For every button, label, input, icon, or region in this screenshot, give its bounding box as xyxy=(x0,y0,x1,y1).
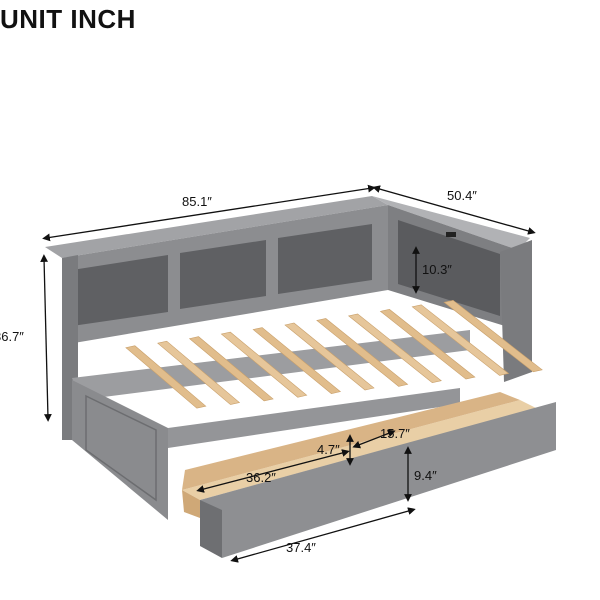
bed-slat xyxy=(284,322,375,391)
dimension-lines xyxy=(40,184,536,563)
foot-panel xyxy=(72,380,168,520)
usb-port xyxy=(446,232,456,237)
drawer-front-edge xyxy=(200,500,222,558)
shelf-cubby xyxy=(72,255,168,326)
width-line xyxy=(372,185,536,235)
bed-slat xyxy=(379,309,476,380)
drawer-length-label: 37.4″ xyxy=(286,540,316,555)
shelf-height-label: 10.3″ xyxy=(422,262,452,277)
drawer-length-line xyxy=(230,507,416,563)
bed-slats xyxy=(125,299,543,409)
side-rail xyxy=(168,388,460,448)
bed-slat xyxy=(316,318,409,387)
drawer-inner-width-line xyxy=(352,429,396,449)
drawer-height-label: 9.4″ xyxy=(414,468,437,483)
bed-slat xyxy=(252,327,342,394)
bed-slat xyxy=(411,304,510,376)
shelf-cubby xyxy=(180,240,266,309)
drawer-depth-label: 4.7″ xyxy=(317,442,340,457)
length-label: 85.1″ xyxy=(182,194,212,209)
shelf-cubby xyxy=(278,224,372,294)
drawer-inner-length-line xyxy=(196,449,350,493)
width-label: 50.4″ xyxy=(447,188,477,203)
bed-slat xyxy=(125,345,207,409)
side-shelf-cubby xyxy=(398,220,500,316)
bed-slat xyxy=(188,336,274,402)
bed-slat xyxy=(157,340,241,405)
length-line xyxy=(42,184,376,242)
drawer-inner-length-label: 36.2″ xyxy=(246,470,276,485)
bed-slat xyxy=(220,331,308,398)
height-line xyxy=(40,254,52,422)
unit-label: UNIT INCH xyxy=(0,4,136,34)
drawer-left-wall xyxy=(182,490,200,518)
bed-slat xyxy=(347,313,442,384)
drawer-inner-width-label: 15.7″ xyxy=(380,426,410,441)
foot-panel-inset xyxy=(85,394,157,502)
bed-slat xyxy=(443,299,543,373)
height-label: 36.7″ xyxy=(0,329,24,344)
